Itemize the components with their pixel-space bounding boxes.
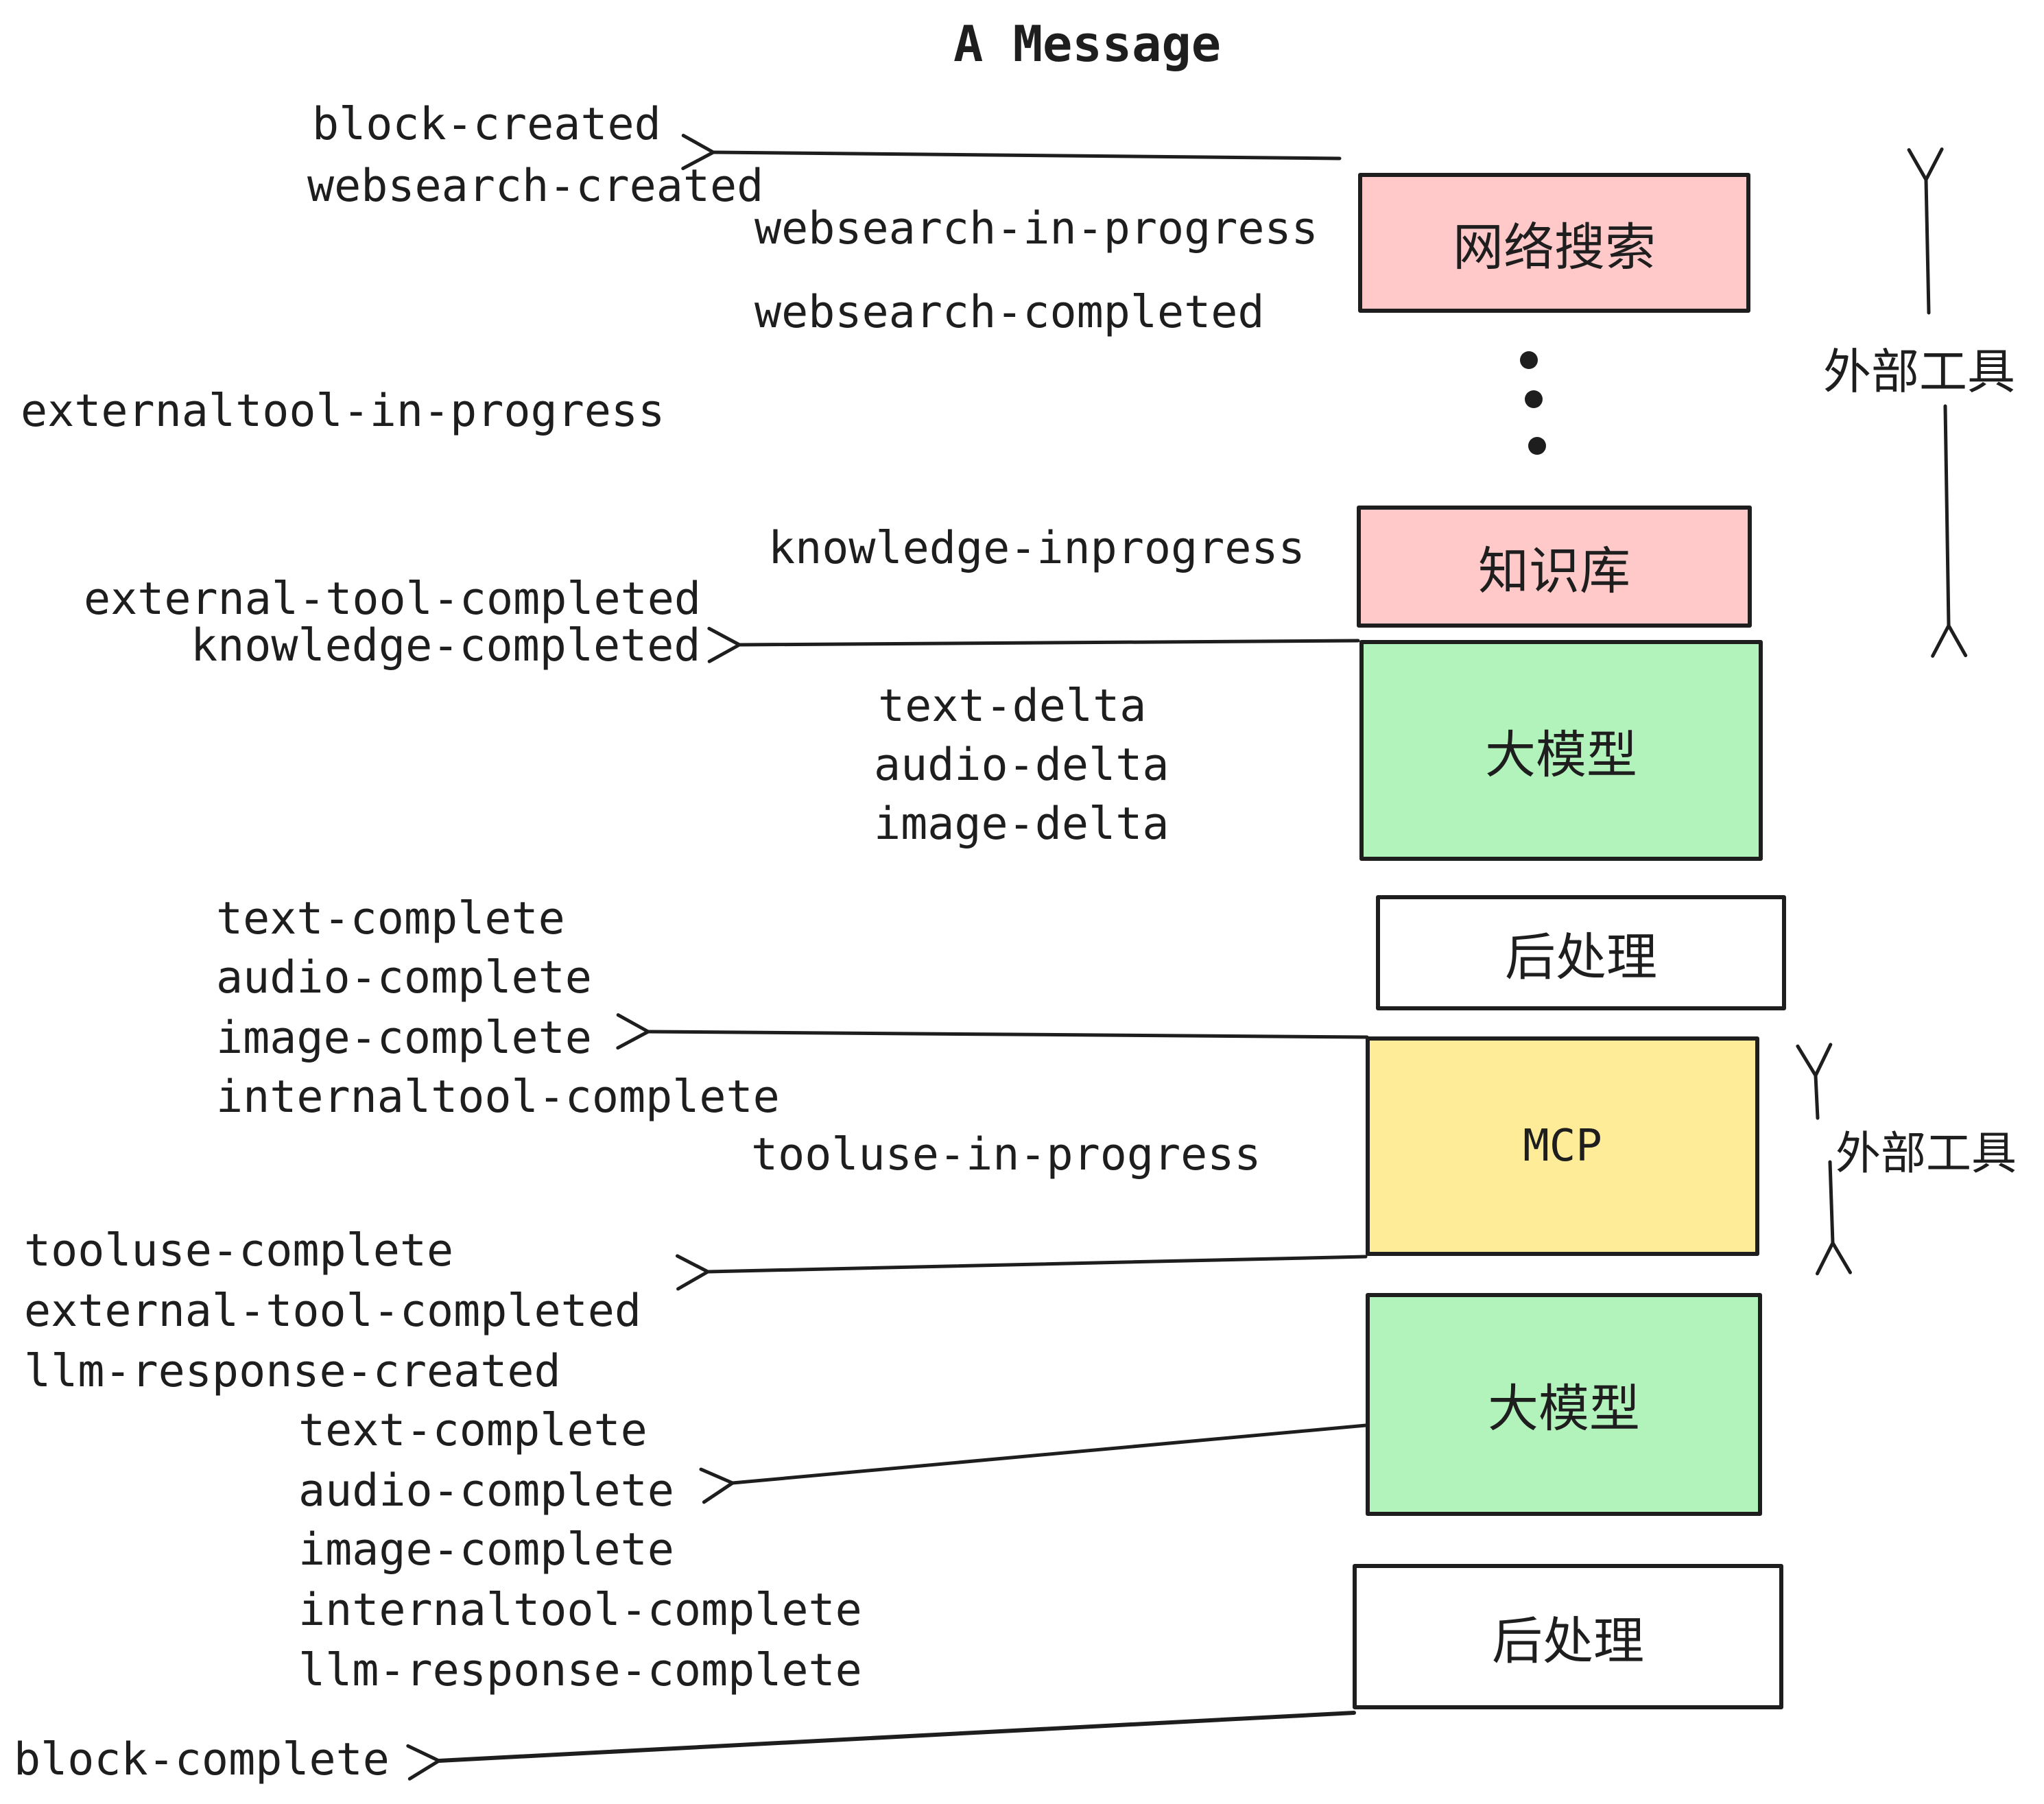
event-label-image-complete-2: image-complete	[298, 1524, 674, 1576]
diagram-title: A Message	[953, 15, 1222, 73]
event-label-text-delta-1: text-delta	[878, 680, 1147, 732]
event-label-externaltool-in-progress: externaltool-in-progress	[21, 385, 665, 437]
event-label-knowledge-completed: knowledge-completed	[191, 620, 701, 672]
arrow-llm-to-knowledge-completed	[707, 626, 1360, 663]
event-label-tooluse-complete: tooluse-complete	[24, 1225, 454, 1277]
external-tools-span-down-arrow	[1931, 404, 1968, 658]
event-label-audio-complete-2: audio-complete	[298, 1465, 674, 1517]
event-label-websearch-created: websearch-created	[307, 161, 764, 212]
event-label-block-created: block-created	[312, 99, 661, 150]
external-tools-top-label: 外部工具	[1823, 344, 2015, 400]
node-llm-second-label: 大模型	[1488, 1379, 1640, 1438]
mcp-external-tools-up-arrow	[1796, 1043, 1833, 1120]
node-llm-first: 大模型	[1359, 640, 1763, 861]
event-label-tooluse-in-progress: tooluse-in-progress	[751, 1129, 1261, 1180]
event-label-llm-response-complete: llm-response-complete	[298, 1645, 862, 1696]
arrow-websearch-to-block-created	[681, 134, 1342, 171]
node-postprocess-second-label: 后处理	[1492, 1611, 1644, 1671]
node-postprocess-second: 后处理	[1353, 1564, 1783, 1709]
arrow-mcp-to-tooluse-complete	[675, 1254, 1368, 1291]
node-postprocess-first-label: 后处理	[1505, 927, 1657, 987]
event-label-internaltool-complete-2: internaltool-complete	[298, 1585, 862, 1636]
node-websearch-label: 网络搜索	[1453, 217, 1656, 277]
node-postprocess-first: 后处理	[1376, 895, 1786, 1010]
event-label-internaltool-complete-1: internaltool-complete	[216, 1071, 780, 1123]
event-label-text-complete-1: text-complete	[216, 893, 565, 945]
event-label-llm-response-created: llm-response-created	[24, 1346, 561, 1397]
node-mcp-label: MCP	[1523, 1121, 1602, 1172]
event-label-audio-delta-1: audio-delta	[874, 739, 1169, 791]
event-label-block-complete: block-complete	[14, 1734, 390, 1785]
event-label-external-tool-completed-2: external-tool-completed	[24, 1285, 642, 1337]
arrow-postprocess-to-block-complete	[406, 1711, 1356, 1781]
node-websearch: 网络搜索	[1358, 173, 1750, 313]
arrow-mcp-to-image-complete	[616, 1013, 1369, 1050]
node-llm-second: 大模型	[1366, 1293, 1762, 1516]
event-label-text-complete-2: text-complete	[298, 1405, 647, 1456]
event-label-image-delta-1: image-delta	[874, 798, 1169, 850]
mcp-external-tools-down-arrow	[1816, 1160, 1852, 1276]
node-llm-first-label: 大模型	[1485, 725, 1637, 785]
event-label-audio-complete-1: audio-complete	[216, 952, 592, 1004]
node-knowledge-base-label: 知识库	[1478, 541, 1630, 601]
event-label-external-tool-completed-1: external-tool-completed	[84, 573, 702, 625]
arrow-llm2-to-audio-complete	[699, 1423, 1368, 1504]
external-tools-span-up-arrow	[1907, 147, 1944, 315]
node-mcp: MCP	[1366, 1036, 1759, 1256]
node-knowledge-base: 知识库	[1357, 506, 1752, 628]
event-label-websearch-completed: websearch-completed	[754, 287, 1265, 338]
event-label-knowledge-inprogress: knowledge-inprogress	[768, 523, 1305, 574]
vertical-ellipsis-icon	[1520, 351, 1546, 455]
event-label-image-complete-1: image-complete	[216, 1012, 592, 1064]
external-tools-bottom-label: 外部工具	[1835, 1127, 2017, 1180]
event-label-websearch-in-progress: websearch-in-progress	[754, 203, 1318, 254]
